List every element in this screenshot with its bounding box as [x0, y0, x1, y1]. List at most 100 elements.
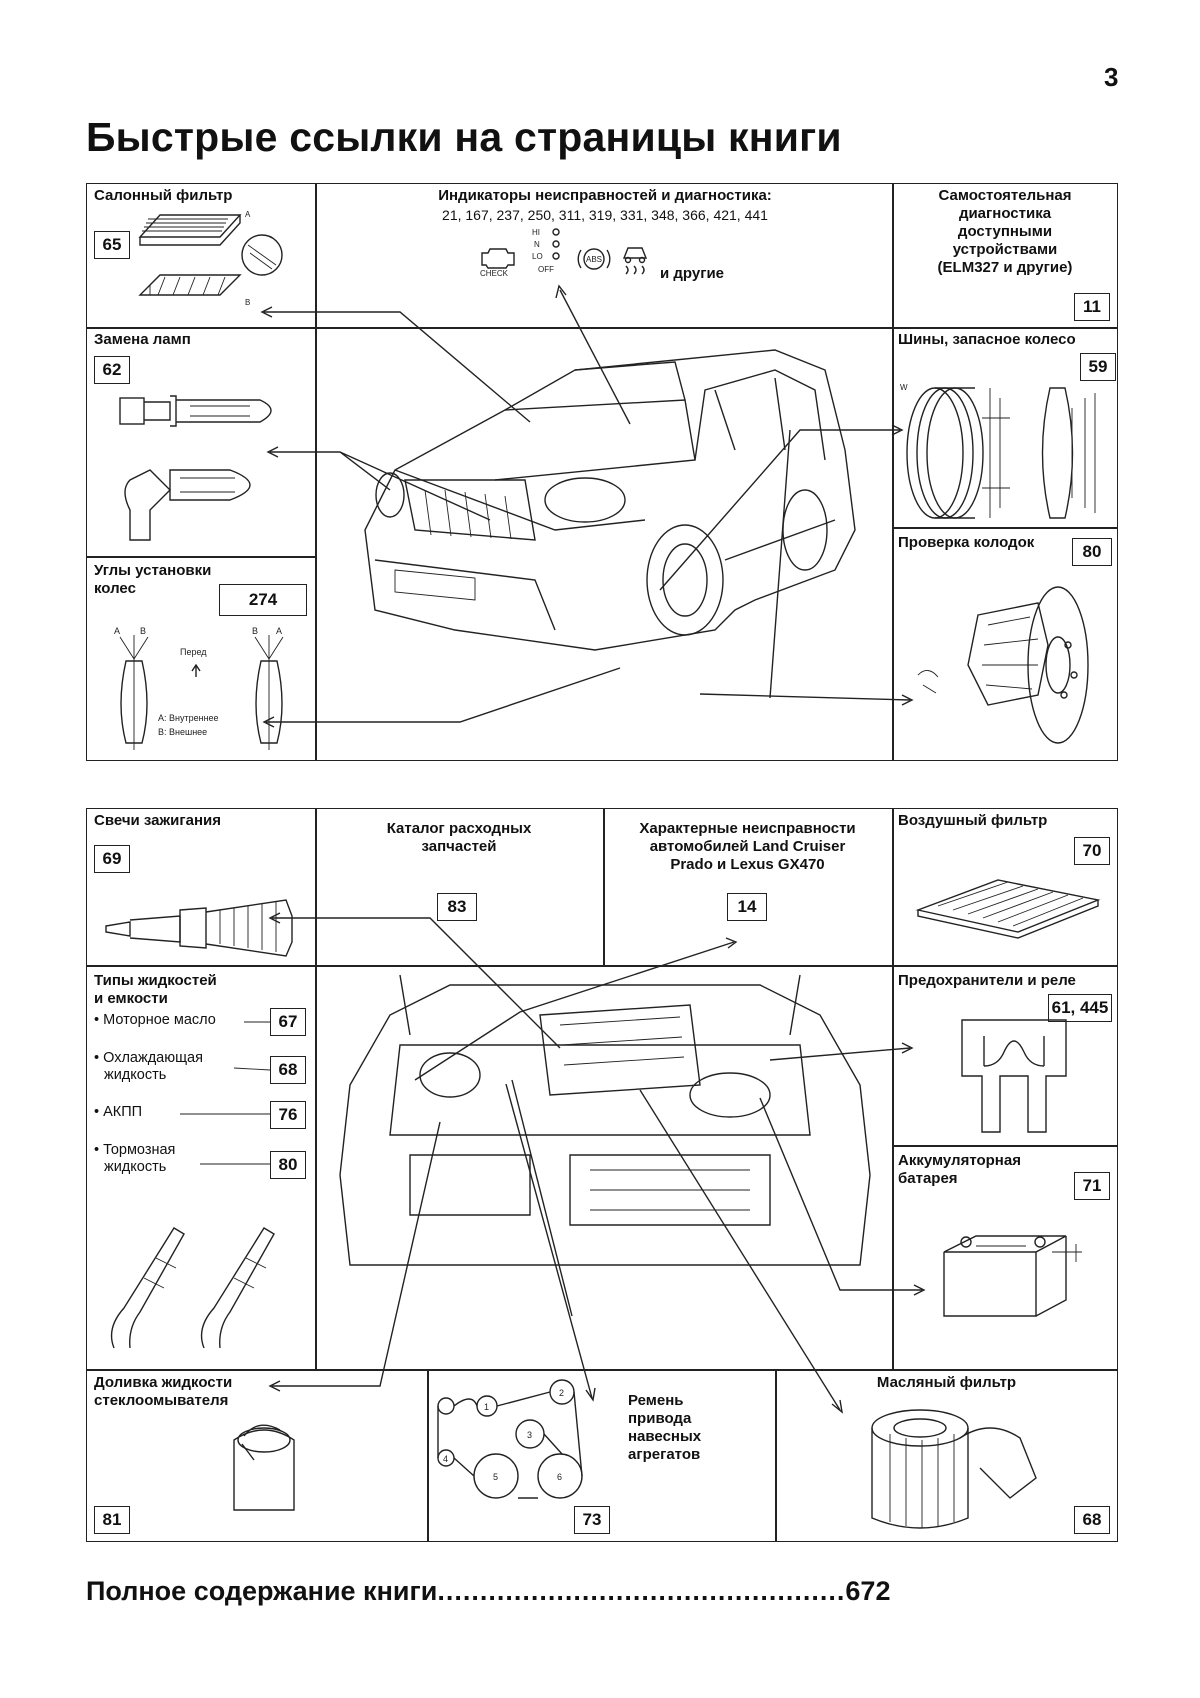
bottom-grid-line-v2 [603, 808, 605, 965]
fluid-engine-oil-label: • Моторное масло [94, 1012, 216, 1028]
drive-belt-page-ref[interactable]: 73 [574, 1506, 610, 1534]
svg-text:B: Внешнее: B: Внешнее [158, 727, 207, 737]
tires-page-ref[interactable]: 59 [1080, 353, 1116, 381]
full-contents-link[interactable]: Полное содержание книги.................… [86, 1576, 1118, 1607]
fluid-atf-page-ref[interactable]: 76 [270, 1101, 306, 1129]
lamp-replacement-page-ref[interactable]: 62 [94, 356, 130, 384]
cabin-filter-label: Салонный фильтр [94, 187, 233, 204]
top-grid-line-h1-right [892, 327, 1118, 329]
wheel-alignment-page-ref[interactable]: 274 [219, 584, 307, 616]
spark-plugs-page-ref[interactable]: 69 [94, 845, 130, 873]
transfer-indicator-icon: HI N LO OFF [532, 228, 560, 274]
svg-text:4: 4 [443, 1454, 448, 1464]
tire-wheel-illustration: W [900, 383, 1096, 519]
skid-control-icon [622, 247, 648, 275]
svg-text:A: A [245, 210, 251, 219]
lamp-replacement-label: Замена ламп [94, 331, 191, 348]
typical-faults-page-ref[interactable]: 14 [727, 893, 767, 921]
spark-plugs-label: Свечи зажигания [94, 812, 222, 829]
indicators-label: Индикаторы неисправностей и диагностика: [438, 187, 772, 204]
battery-page-ref[interactable]: 71 [1074, 1172, 1110, 1200]
drive-belt-diagram: 1 2 3 4 5 6 [437, 1379, 583, 1499]
svg-text:A: A [114, 626, 120, 636]
brake-caliper-illustration [917, 586, 1089, 744]
oil-filter-label: Масляный фильтр [876, 1374, 1017, 1391]
drive-belt-label: Ремень привода навесных агрегатов [628, 1392, 702, 1463]
brake-pads-label: Проверка колодок [898, 534, 1035, 551]
page-number: 3 [1104, 62, 1119, 92]
fluid-engine-oil-page-ref[interactable]: 67 [270, 1008, 306, 1036]
indicators-pages[interactable]: 21, 167, 237, 250, 311, 319, 331, 348, 3… [442, 207, 768, 223]
fluid-coolant-page-ref[interactable]: 68 [270, 1056, 306, 1084]
fluid-leader-lines [180, 1021, 271, 1165]
top-grid-line-h2-right [892, 527, 1118, 529]
oil-filter-illustration [871, 1409, 1037, 1529]
top-grid-line-h1-left [86, 327, 315, 329]
parts-catalog-label: Каталог расходных запчастей [386, 820, 532, 855]
page-title: Быстрые ссылки на страницы книги [86, 114, 842, 160]
typical-faults-label: Характерные неисправности автомобилей La… [639, 820, 856, 873]
fluids-label: Типы жидкостей и емкости [94, 972, 217, 1007]
headlamp-bulb-illustration [119, 395, 272, 541]
washer-fluid-label: Доливка жидкости стеклоомывателя [94, 1374, 233, 1409]
svg-text:A: A [276, 626, 282, 636]
oil-filter-page-ref[interactable]: 68 [1074, 1506, 1110, 1534]
svg-text:3: 3 [527, 1430, 532, 1440]
fluid-coolant-label: • Охлаждающая жидкость [94, 1050, 203, 1083]
svg-text:6: 6 [557, 1472, 562, 1482]
svg-text:OFF: OFF [538, 265, 554, 274]
self-diagnostics-page-ref[interactable]: 11 [1074, 293, 1110, 321]
air-filter-illustration [915, 879, 1101, 939]
spark-plug-illustration [105, 899, 293, 957]
svg-text:A: Внутреннее: A: Внутреннее [158, 713, 219, 723]
check-icon-text: CHECK [480, 269, 509, 278]
svg-text:2: 2 [559, 1388, 564, 1398]
fuses-relays-page-ref[interactable]: 61, 445 [1048, 994, 1112, 1022]
abs-icon: ABS [577, 248, 611, 270]
wheel-alignment-diagram: A B B A Перед A: Внутреннее B: Внешнее [114, 626, 284, 750]
full-contents-label: Полное содержание книги [86, 1576, 438, 1606]
svg-text:Перед: Перед [180, 647, 207, 657]
svg-text:ABS: ABS [586, 255, 602, 264]
svg-text:N: N [534, 240, 540, 249]
top-grid-line-right [892, 183, 894, 761]
dipstick-illustration [110, 1227, 275, 1349]
svg-text:B: B [245, 298, 250, 307]
air-filter-page-ref[interactable]: 70 [1074, 837, 1110, 865]
bottom-grid-line-v1 [315, 808, 317, 1369]
svg-text:5: 5 [493, 1472, 498, 1482]
full-contents-page: 672 [845, 1576, 891, 1606]
fluid-atf-label: • АКПП [94, 1104, 143, 1120]
check-engine-icon: CHECK [480, 248, 515, 278]
top-section-frame [86, 183, 1118, 761]
tires-label: Шины, запасное колесо [898, 331, 1076, 348]
top-grid-line-left [315, 183, 317, 761]
bottom-leader-arrows [268, 912, 926, 1414]
indicators-others: и другие [660, 265, 725, 282]
top-leader-arrows [260, 284, 914, 728]
fluid-brake-page-ref[interactable]: 80 [270, 1151, 306, 1179]
cabin-filter-illustration: A B [138, 210, 283, 307]
top-grid-line-h2-left [86, 556, 315, 558]
top-grid-line-h1-mid [315, 327, 892, 329]
parts-catalog-page-ref[interactable]: 83 [437, 893, 477, 921]
washer-fluid-page-ref[interactable]: 81 [94, 1506, 130, 1534]
fluid-brake-label: • Тормозная жидкость [94, 1142, 176, 1175]
svg-text:B: B [252, 626, 258, 636]
svg-text:1: 1 [484, 1402, 489, 1412]
brake-pads-page-ref[interactable]: 80 [1072, 538, 1112, 566]
svg-text:HI: HI [532, 228, 540, 237]
bottom-grid-line-h2-right [892, 1145, 1118, 1147]
cabin-filter-page-ref[interactable]: 65 [94, 231, 130, 259]
fuse-illustration [961, 1019, 1067, 1133]
bottom-grid-line-v4 [427, 1369, 429, 1542]
wheel-alignment-label: Углы установки колес [94, 562, 212, 597]
car-illustration [364, 349, 856, 651]
fuses-relays-label: Предохранители и реле [898, 972, 1076, 989]
bottom-section-frame [86, 808, 1118, 1542]
bottom-grid-line-v5 [775, 1369, 777, 1542]
washer-reservoir-illustration [233, 1424, 295, 1511]
svg-text:W: W [900, 383, 908, 392]
bottom-grid-line-v3 [892, 808, 894, 1369]
svg-text:B: B [140, 626, 146, 636]
